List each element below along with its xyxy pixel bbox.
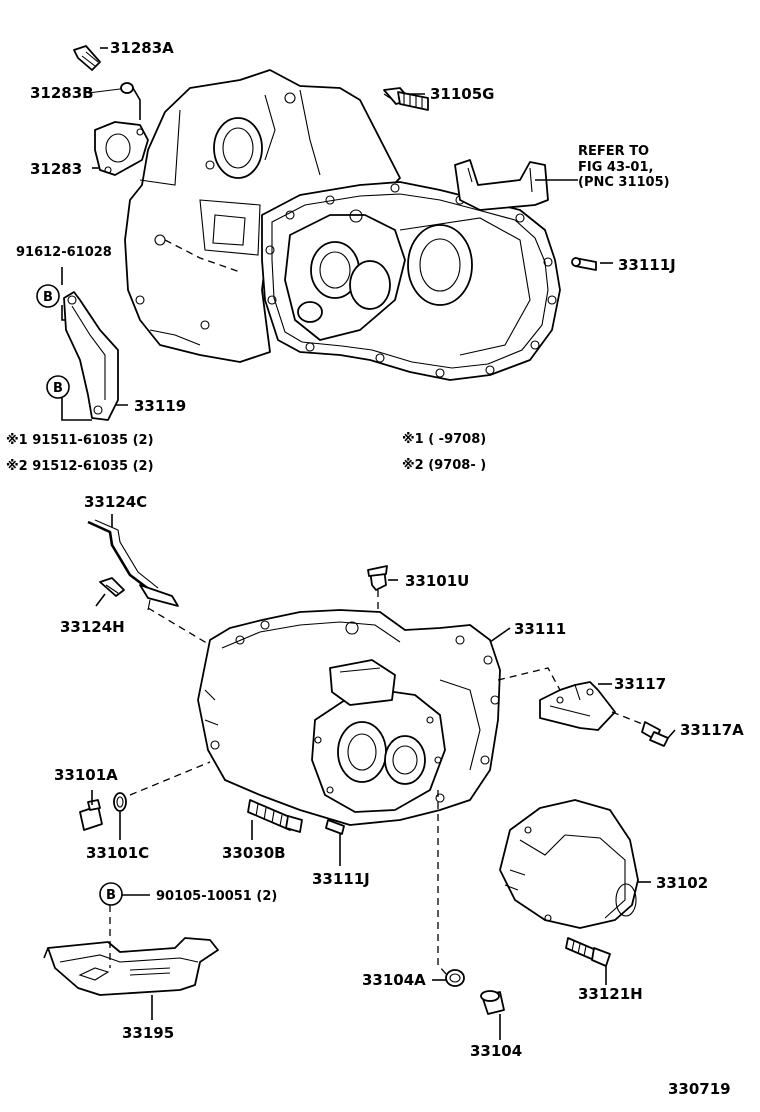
callout-b-lower: B [99,882,123,906]
cover-33102 [499,799,639,929]
bolt-31105G [383,87,429,111]
bolt-33030B [247,799,303,833]
label-33104: 33104 [470,1042,522,1060]
figure-number: 330719 [668,1080,731,1098]
callout-b-upper-1: B [36,284,60,308]
label-33119: 33119 [134,397,186,415]
label-33030B: 33030B [222,844,286,862]
plug-33101U [367,565,388,591]
label-33111J-lower: 33111J [312,870,370,888]
transaxle-case-33111 [197,609,501,826]
plug-33104 [480,990,505,1015]
label-33102: 33102 [656,874,708,892]
bolt-33124H [95,577,125,607]
range-2: ※2 (9708- ) [402,458,486,473]
bolt-31283A [73,45,101,71]
svg-text:B: B [43,290,53,305]
label-31283B: 31283B [30,84,94,102]
label-90105-10051: 90105-10051 (2) [156,889,277,904]
pin-31283B [120,82,134,94]
note-1: ※1 91511-61035 (2) [6,433,154,448]
bolt-33101A [79,799,103,831]
shift-rod-33124C [87,514,179,611]
bolt-33117A [641,721,669,747]
label-33124C: 33124C [84,493,147,511]
label-33111J-upper: 33111J [618,256,676,274]
refer-line-2: FIG 43-01, [578,160,653,175]
label-31283: 31283 [30,160,82,178]
pin-33111J-upper [571,257,597,271]
label-31105G: 31105G [430,85,495,103]
label-91612-61028: 91612-61028 [16,245,112,260]
gasket-33104A [445,969,465,987]
label-33121H: 33121H [578,985,643,1003]
label-33195: 33195 [122,1024,174,1042]
transaxle-case-upper [124,69,561,381]
label-33124H: 33124H [60,618,125,636]
note-2: ※2 91512-61035 (2) [6,459,154,474]
label-33101U: 33101U [405,572,469,590]
label-33117A: 33117A [680,721,744,739]
lower-leader-lines [91,579,676,1040]
svg-text:B: B [53,381,63,396]
label-33117: 33117 [614,675,666,693]
label-33104A: 33104A [362,971,426,989]
washer-33101C [113,792,127,812]
svg-text:B: B [106,888,116,903]
label-31283A: 31283A [110,39,174,57]
range-1: ※1 ( -9708) [402,432,486,447]
label-33101C: 33101C [86,844,149,862]
callout-b-upper-2: B [46,375,70,399]
label-33101A: 33101A [54,766,118,784]
bolt-33121H [565,937,611,967]
cover-33195 [43,937,219,996]
refer-line-1: REFER TO [578,144,649,159]
bracket-33119 [63,291,119,421]
label-33111: 33111 [514,620,566,638]
pin-33111J-lower [325,819,345,835]
sensor-31283 [94,121,149,176]
refer-line-3: (PNC 31105) [578,175,670,190]
bracket-33117 [539,681,616,731]
